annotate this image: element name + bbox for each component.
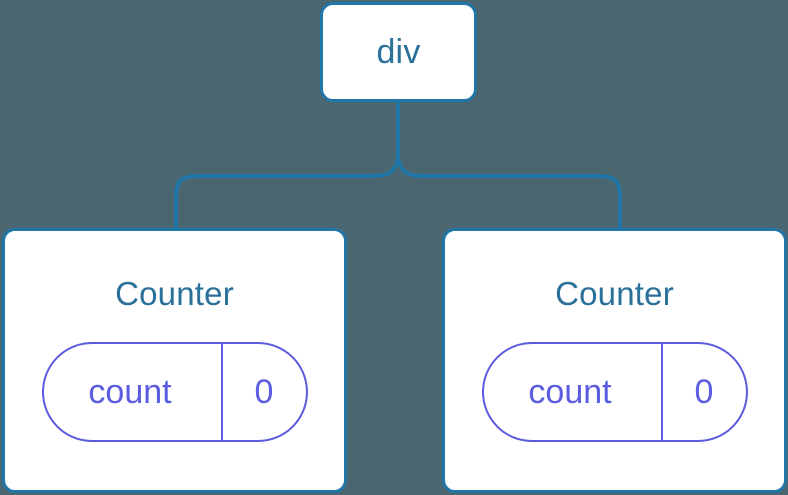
state-pill-divider-left [220, 344, 223, 440]
connector-to-child-left [174, 151, 400, 228]
node-counter-right-label: Counter [555, 275, 674, 312]
state-pill-count-right[interactable]: count 0 [481, 342, 748, 442]
node-counter-left-label: Counter [115, 275, 234, 312]
node-counter-left[interactable]: Counter count 0 [2, 228, 347, 493]
state-pill-count-left[interactable]: count 0 [41, 342, 308, 442]
node-div-label: div [376, 33, 421, 71]
connector-to-child-right [396, 151, 622, 228]
state-value-left: 0 [254, 373, 274, 411]
state-value-right: 0 [694, 373, 714, 411]
state-key-right: count [528, 373, 612, 411]
node-div[interactable]: div [320, 2, 477, 102]
state-key-left: count [88, 373, 172, 411]
state-pill-divider-right [660, 344, 663, 440]
node-counter-right[interactable]: Counter count 0 [442, 228, 787, 493]
